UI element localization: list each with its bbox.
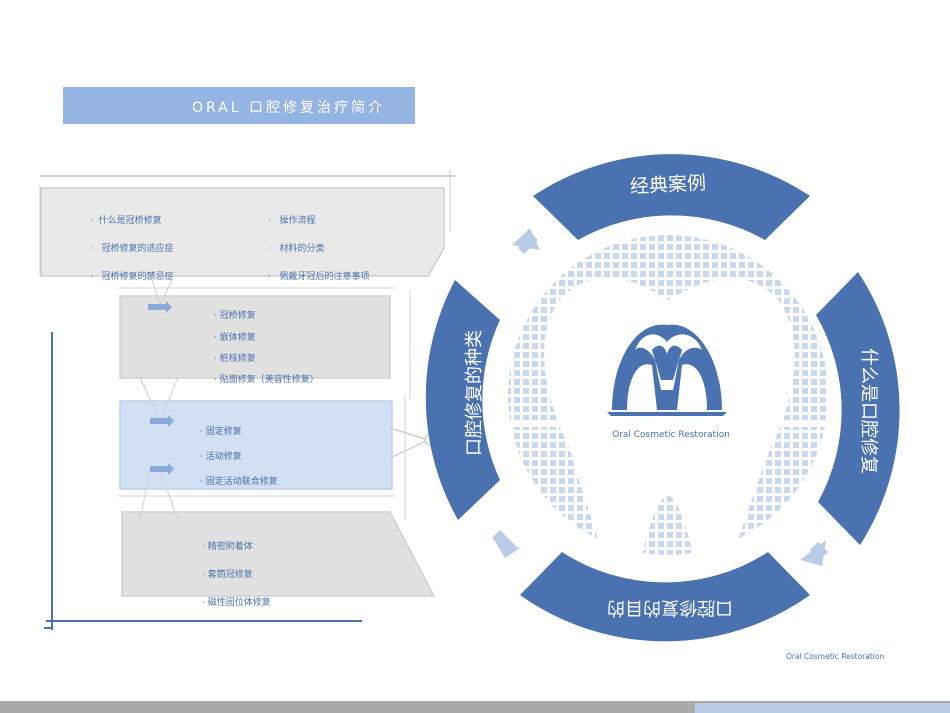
types-panel [119,295,391,379]
list-item: · 固定修复 [200,427,242,437]
list-item: · 磁性固位体修复 [202,598,271,608]
ring-segment-bottom [520,552,810,642]
retention-panel [121,511,436,597]
menu-item-procedure[interactable]: · 操作流程 [268,216,316,226]
menu-item-contraindications[interactable]: · 冠桥修复的禁忌症 [90,272,174,282]
ring-label-right[interactable]: 什么是口腔修复 [858,348,879,474]
menu-item-indications[interactable]: · 冠桥修复的适应症 [90,244,174,254]
ring-segment-top [533,154,810,240]
arrow-icon [148,301,174,475]
ring [425,154,900,642]
list-item: · 精密附着体 [202,542,253,552]
arrow-icon [800,540,828,566]
list-item: · 活动修复 [200,452,242,462]
menu-item-what-is[interactable]: · 什么是冠桥修复 [90,216,162,226]
list-item: · 桩核修复 [214,354,256,364]
menu-item-materials[interactable]: · 材料的分类 [268,244,325,254]
list-item: · 嵌体修复 [214,333,256,343]
menu-panel [40,187,445,277]
arrow-icon [492,530,520,558]
menu-item-aftercare[interactable]: · 佩戴牙冠后的注意事项 [268,272,370,282]
list-item: · 固定活动联合修复 [200,477,278,487]
list-item: · 套筒冠修复 [202,570,253,580]
arrow-icon [512,228,540,254]
list-item: · 贴面修复（美容性修复） [214,375,319,385]
tooth-logo [607,324,727,416]
footer-caption: Oral Cosmetic Restoration [786,652,885,661]
ring-segment-left [425,280,500,520]
logo-label: Oral Cosmetic Restoration [612,430,730,440]
list-item: · 冠桥修复 [214,311,256,321]
fixed-panel [119,400,393,490]
ring-label-left[interactable]: 口腔修复的种类 [464,330,485,456]
footer-accent-bar [695,703,950,713]
page-title: ORAL 口腔修复治疗简介 [191,100,385,116]
title-bar: ORAL 口腔修复治疗简介 [63,87,415,124]
ring-segment-right [816,272,900,545]
ring-label-bottom[interactable]: 口腔修复的目的 [607,597,733,618]
